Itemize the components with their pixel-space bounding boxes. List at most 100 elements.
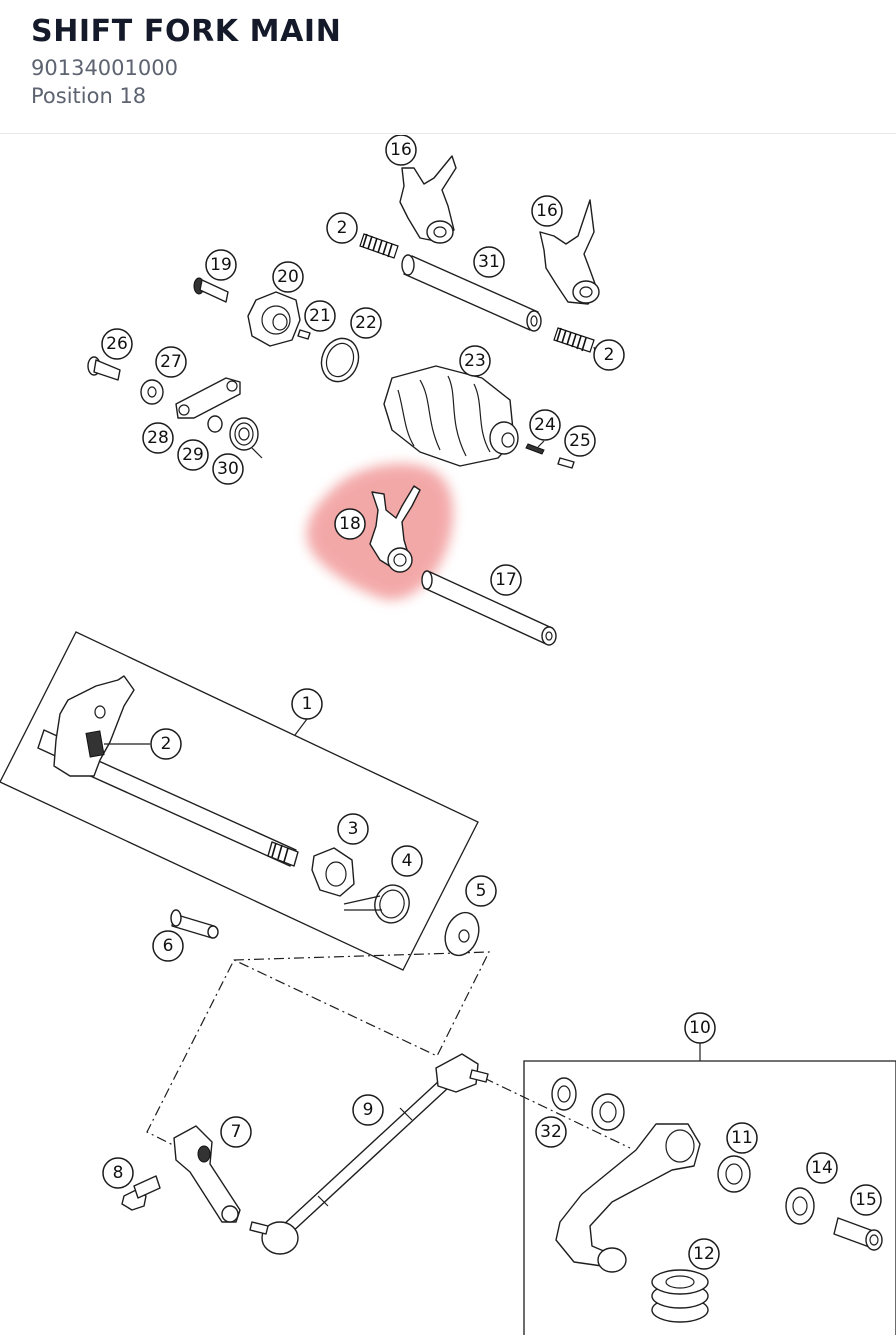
callout-11[interactable]: 11 <box>726 1122 758 1154</box>
ring-22 <box>320 337 360 383</box>
spring-30 <box>229 417 263 459</box>
shift-rod-9 <box>249 1053 489 1255</box>
callout-12[interactable]: 12 <box>688 1238 720 1270</box>
relation-line <box>146 951 490 1151</box>
pin-6 <box>170 909 219 939</box>
pin-24 <box>525 443 545 455</box>
shift-shaft-1 <box>37 675 299 867</box>
bolt-19 <box>193 277 229 303</box>
guide-3 <box>311 847 355 897</box>
svg-text:31: 31 <box>478 252 500 272</box>
exploded-parts-diagram: 16 2 16 31 19 20 21 22 2 26 27 23 24 25 … <box>0 135 896 1335</box>
callout-28[interactable]: 28 <box>142 422 174 454</box>
svg-text:1: 1 <box>302 694 313 714</box>
callout-31[interactable]: 31 <box>473 246 505 278</box>
svg-text:17: 17 <box>495 570 517 590</box>
svg-text:21: 21 <box>309 306 331 326</box>
callout-8[interactable]: 8 <box>102 1157 134 1189</box>
svg-text:29: 29 <box>182 445 204 465</box>
callout-25[interactable]: 25 <box>564 425 596 457</box>
callout-3[interactable]: 3 <box>337 813 369 845</box>
svg-text:15: 15 <box>855 1190 877 1210</box>
pin-21 <box>297 329 311 340</box>
svg-text:18: 18 <box>339 514 361 534</box>
svg-text:9: 9 <box>363 1100 374 1120</box>
svg-text:30: 30 <box>217 459 239 479</box>
part-number: 90134001000 <box>31 56 178 80</box>
svg-text:2: 2 <box>161 734 172 754</box>
callout-16-upper[interactable]: 16 <box>385 135 417 166</box>
callout-16-lower[interactable]: 16 <box>531 195 563 227</box>
shift-fork-16-lower <box>539 199 600 305</box>
callout-20[interactable]: 20 <box>272 261 304 293</box>
svg-text:24: 24 <box>534 415 556 435</box>
svg-text:25: 25 <box>569 431 591 451</box>
washer-32 <box>551 1077 577 1111</box>
callout-9[interactable]: 9 <box>352 1094 384 1126</box>
shift-fork-18 <box>369 485 421 573</box>
callout-24[interactable]: 24 <box>529 409 561 441</box>
bearing-11 <box>717 1155 751 1193</box>
callout-6[interactable]: 6 <box>152 930 184 962</box>
shift-pedal-10 <box>555 1123 701 1273</box>
bolt-26 <box>87 356 121 381</box>
washer-27 <box>140 379 164 405</box>
shift-lever-7 <box>173 1125 241 1223</box>
svg-text:10: 10 <box>689 1018 711 1038</box>
callout-22[interactable]: 22 <box>350 307 382 339</box>
callout-15[interactable]: 15 <box>850 1184 882 1216</box>
spring-2-lower <box>553 327 595 353</box>
svg-text:12: 12 <box>693 1244 715 1264</box>
callout-1[interactable]: 1 <box>291 688 323 720</box>
shift-drum-star-20 <box>247 291 301 347</box>
spring-12 <box>651 1269 709 1323</box>
shift-fork-16-upper <box>399 155 457 244</box>
callout-23[interactable]: 23 <box>459 345 491 377</box>
callout-29[interactable]: 29 <box>177 439 209 471</box>
part-title: SHIFT FORK MAIN <box>31 14 342 49</box>
callout-2-right[interactable]: 2 <box>593 339 625 371</box>
svg-text:19: 19 <box>210 255 232 275</box>
lever-28 <box>175 377 241 419</box>
callout-2-upper[interactable]: 2 <box>326 212 358 244</box>
svg-text:7: 7 <box>231 1122 242 1142</box>
callout-26[interactable]: 26 <box>101 328 133 360</box>
callout-27[interactable]: 27 <box>155 346 187 378</box>
svg-text:5: 5 <box>476 881 487 901</box>
spring-2-upper <box>359 233 399 259</box>
callout-10[interactable]: 10 <box>684 1012 716 1044</box>
svg-text:28: 28 <box>147 428 169 448</box>
callout-4[interactable]: 4 <box>391 845 423 877</box>
svg-text:27: 27 <box>160 352 182 372</box>
callout-32[interactable]: 32 <box>535 1116 567 1148</box>
callout-2-shaft[interactable]: 2 <box>150 728 182 760</box>
callout-30[interactable]: 30 <box>212 453 244 485</box>
washer-14 <box>785 1187 815 1225</box>
svg-text:6: 6 <box>163 936 174 956</box>
part-position: Position 18 <box>31 84 147 108</box>
callout-18-selected[interactable]: 18 <box>334 508 366 540</box>
svg-text:16: 16 <box>390 140 412 160</box>
svg-text:20: 20 <box>277 267 299 287</box>
bolt-15 <box>833 1217 883 1251</box>
callout-19[interactable]: 19 <box>205 249 237 281</box>
svg-text:8: 8 <box>113 1163 124 1183</box>
callout-21[interactable]: 21 <box>304 300 336 332</box>
callout-17[interactable]: 17 <box>490 564 522 596</box>
svg-text:11: 11 <box>731 1128 753 1148</box>
bearing-upper <box>591 1093 625 1131</box>
bolt-8 <box>121 1175 161 1211</box>
svg-text:4: 4 <box>402 851 413 871</box>
callout-7[interactable]: 7 <box>220 1116 252 1148</box>
svg-text:2: 2 <box>337 218 348 238</box>
callout-14[interactable]: 14 <box>806 1152 838 1184</box>
callout-5[interactable]: 5 <box>465 875 497 907</box>
shift-shaft-assembly-box <box>0 631 479 971</box>
svg-text:26: 26 <box>106 334 128 354</box>
svg-text:3: 3 <box>348 819 359 839</box>
shift-drum-23 <box>383 365 519 467</box>
clip-4 <box>343 884 410 924</box>
washer-29 <box>207 415 223 433</box>
svg-text:2: 2 <box>604 345 615 365</box>
pin-25 <box>557 457 575 469</box>
